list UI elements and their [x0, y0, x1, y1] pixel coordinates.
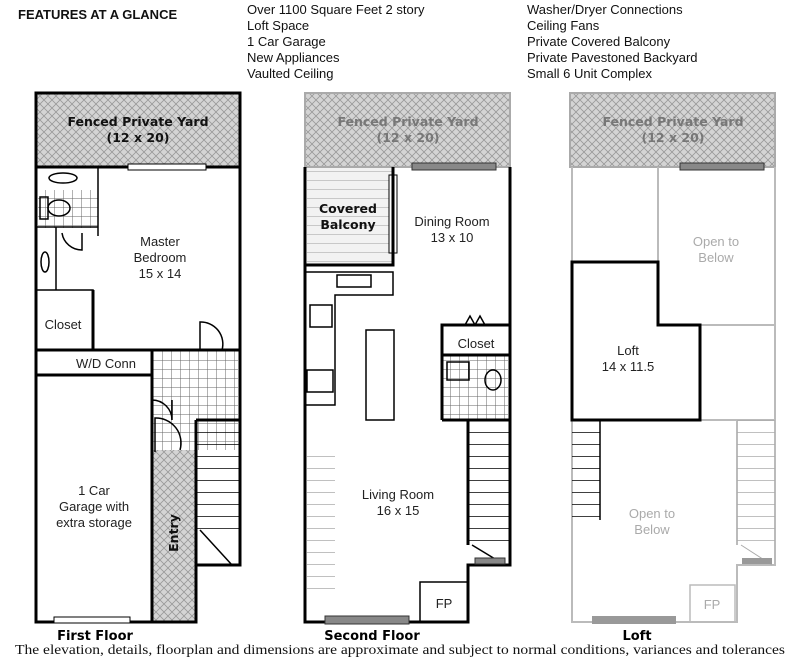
- room-label: Bedroom: [134, 250, 187, 265]
- door-swing: [61, 232, 83, 251]
- room-label: 1 Car: [78, 483, 110, 498]
- feature-item: Ceiling Fans: [527, 18, 600, 33]
- disclaimer: The elevation, details, floorplan and di…: [15, 642, 785, 657]
- floor-label: Second Floor: [324, 629, 420, 644]
- interior-walls: [36, 348, 240, 622]
- fenced-yard: [569, 92, 776, 168]
- room-label: Covered: [319, 201, 377, 216]
- window: [127, 163, 207, 171]
- kitchen-island: [365, 329, 395, 421]
- yard-label: Fenced Private Yard: [67, 114, 208, 129]
- room-size: 14 x 11.5: [602, 359, 655, 374]
- stairs-below: [307, 455, 335, 600]
- stairs: [196, 420, 240, 530]
- room-label: Closet: [45, 317, 82, 332]
- room-label: Open to: [629, 506, 675, 521]
- room-label: W/D Conn: [76, 356, 136, 371]
- room-label: Open to: [693, 234, 739, 249]
- window: [324, 615, 410, 625]
- room-label: Loft: [617, 343, 639, 358]
- sink-icon: [336, 274, 372, 288]
- interior-walls: [440, 323, 510, 545]
- feature-item: Loft Space: [247, 18, 309, 33]
- feature-item: New Appliances: [247, 50, 340, 65]
- yard-label: Fenced Private Yard: [337, 114, 478, 129]
- yard-label: Fenced Private Yard: [602, 114, 743, 129]
- yard-size: (12 x 20): [642, 130, 705, 145]
- first-floor-plan: Fenced Private Yard (12 x 20) Master Bed…: [34, 91, 242, 644]
- room-label: Below: [634, 522, 670, 537]
- yard-size: (12 x 20): [377, 130, 440, 145]
- room-size: 13 x 10: [431, 230, 474, 245]
- fireplace-label: FP: [436, 596, 453, 611]
- floor-label: First Floor: [57, 629, 133, 644]
- room-label: Living Room: [362, 487, 434, 502]
- feature-item: Washer/Dryer Connections: [527, 2, 683, 17]
- window: [679, 162, 765, 171]
- loft-plan: Fenced Private Yard (12 x 20) FP Open to…: [569, 92, 776, 644]
- garage-door: [53, 616, 131, 624]
- room-label: Below: [698, 250, 734, 265]
- second-floor-plan: Fenced Private Yard (12 x 20) FP Covered…: [303, 92, 512, 644]
- tub-icon: [48, 172, 78, 184]
- stove-icon: [309, 304, 333, 328]
- room-label: Closet: [458, 336, 495, 351]
- feature-item: Small 6 Unit Complex: [527, 66, 652, 81]
- covered-balcony: [307, 168, 393, 265]
- fridge-icon: [306, 369, 334, 393]
- stair-landing: [199, 529, 233, 566]
- room-label: Balcony: [320, 217, 375, 232]
- feature-item: Vaulted Ceiling: [247, 66, 333, 81]
- feature-item: Private Covered Balcony: [527, 34, 671, 49]
- window: [411, 162, 497, 171]
- fireplace-label: FP: [704, 597, 721, 612]
- features-title: FEATURES AT A GLANCE: [18, 7, 177, 22]
- room-label: Master: [140, 234, 180, 249]
- floor-label: Loft: [622, 629, 651, 644]
- room-label: Garage with: [59, 499, 129, 514]
- entry-floor: [152, 450, 196, 622]
- room-label: Dining Room: [414, 214, 489, 229]
- stairs-below: [737, 420, 775, 545]
- bath-tile: [38, 190, 98, 228]
- toilet-icon: [484, 369, 502, 391]
- exterior-walls-below: [571, 167, 776, 623]
- room-size: 15 x 14: [139, 266, 182, 281]
- toilet-icon: [47, 199, 71, 217]
- stairs: [572, 420, 600, 520]
- window: [592, 616, 676, 624]
- sink-icon: [40, 251, 50, 273]
- features-header: FEATURES AT A GLANCE Over 1100 Square Fe…: [18, 2, 698, 81]
- yard-size: (12 x 20): [107, 130, 170, 145]
- door-swing: [199, 321, 224, 351]
- feature-item: Private Pavestoned Backyard: [527, 50, 698, 65]
- loft-walls: [570, 260, 702, 422]
- room-label: Entry: [166, 514, 181, 552]
- exterior-walls: [34, 167, 242, 624]
- kitchen-counter: [305, 271, 394, 406]
- room-label: extra storage: [56, 515, 132, 530]
- fireplace: [419, 581, 469, 623]
- fireplace: [689, 584, 736, 623]
- fenced-yard: [304, 92, 511, 168]
- feature-item: Over 1100 Square Feet 2 story: [247, 2, 425, 17]
- room-size: 16 x 15: [377, 503, 420, 518]
- fenced-yard: [34, 91, 242, 169]
- feature-item: 1 Car Garage: [247, 34, 326, 49]
- stairs: [468, 420, 510, 545]
